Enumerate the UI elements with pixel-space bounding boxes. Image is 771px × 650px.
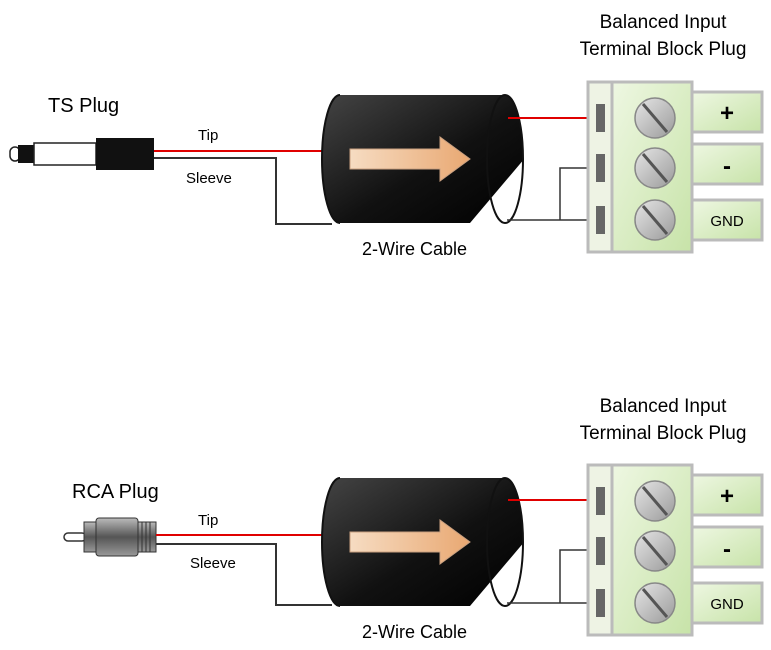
block-title-line1: Balanced Input [600, 12, 727, 33]
ts-wiring-diagram: TS Plug Tip Sleeve 2-Wire Cable Balance [9, 12, 764, 259]
block-title-line2: Terminal Block Plug [580, 423, 747, 444]
terminal-minus-label: - [723, 536, 731, 563]
screw-icon [634, 530, 676, 572]
screw-icon [634, 480, 676, 522]
sleeve-wire [156, 543, 332, 606]
terminal-gnd-label: GND [710, 213, 744, 230]
sleeve-label: Sleeve [190, 555, 236, 572]
rca-wiring-diagram: RCA Plug Tip Sleeve 2-Wire Cable [63, 396, 764, 642]
cable-icon [321, 477, 525, 607]
screw-icon [634, 147, 676, 189]
minus-to-gnd-jumper [559, 167, 594, 220]
cable-label: 2-Wire Cable [362, 622, 467, 642]
screw-icon [634, 582, 676, 624]
rca-plug-icon [63, 517, 157, 557]
arrow-icon [349, 519, 471, 565]
screw-icon [634, 97, 676, 139]
terminal-plus-label: + [720, 483, 734, 510]
tip-label: Tip [198, 127, 218, 144]
ts-plug-icon [9, 138, 154, 170]
block-title-line1: Balanced Input [600, 396, 727, 417]
block-title-line2: Terminal Block Plug [580, 39, 747, 60]
screw-icon [634, 199, 676, 241]
sleeve-wire [154, 157, 332, 225]
rca-plug-label: RCA Plug [72, 481, 159, 503]
tip-label: Tip [198, 512, 218, 529]
sleeve-label: Sleeve [186, 170, 232, 187]
terminal-gnd-label: GND [710, 596, 744, 613]
arrow-icon [349, 136, 471, 182]
terminal-block: + - GND [586, 463, 764, 637]
cable-label: 2-Wire Cable [362, 239, 467, 259]
ts-plug-label: TS Plug [48, 95, 119, 117]
minus-to-gnd-jumper [559, 549, 594, 603]
terminal-minus-label: - [723, 153, 731, 180]
cable-icon [321, 94, 525, 224]
terminal-plus-label: + [720, 100, 734, 127]
terminal-block: + - GND [586, 80, 764, 254]
